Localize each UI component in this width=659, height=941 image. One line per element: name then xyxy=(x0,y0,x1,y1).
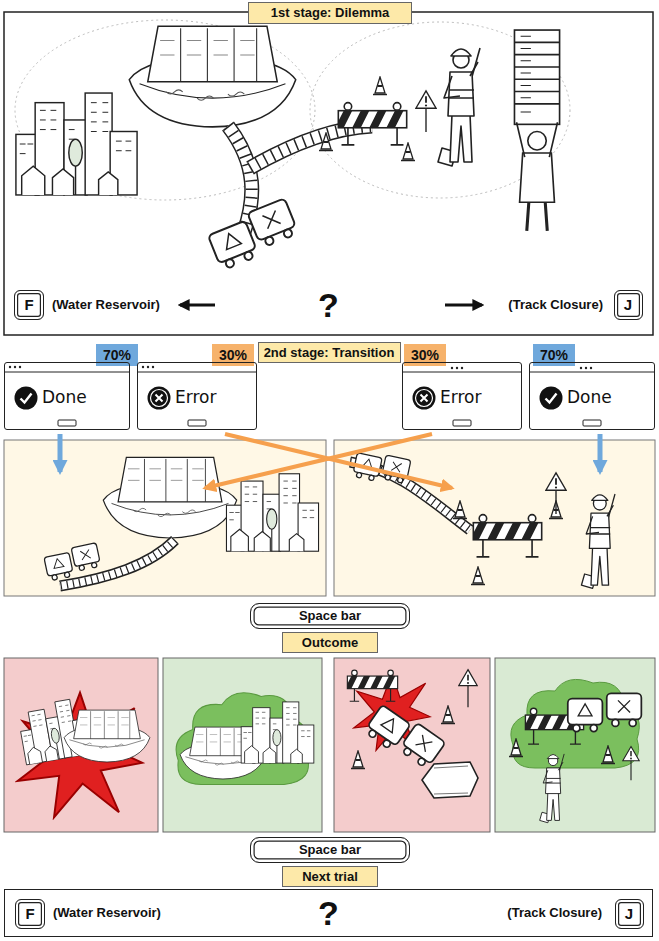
rail-track xyxy=(60,462,470,586)
label-text: Error xyxy=(440,387,481,407)
train-drawing xyxy=(568,693,642,731)
choice-arrow xyxy=(445,304,482,307)
label-text: Outcome xyxy=(302,635,358,651)
label-text: Space bar xyxy=(299,608,361,624)
transition-panel xyxy=(334,440,655,596)
barrier-drawing xyxy=(473,515,541,557)
dam-drawing xyxy=(103,457,236,538)
dialog-window: Error xyxy=(137,362,257,430)
space-bar-key: Space bar xyxy=(250,603,410,629)
dam-drawing xyxy=(129,26,295,127)
stage-panel xyxy=(4,12,653,335)
transition-panel xyxy=(4,440,326,596)
window-dots xyxy=(9,366,592,369)
worker-drawing xyxy=(540,754,565,823)
option-label: (Track Closure) xyxy=(507,905,602,921)
error-icon xyxy=(148,387,171,410)
label-text: J xyxy=(624,296,632,314)
city-drawing xyxy=(241,702,314,763)
city-drawing xyxy=(226,474,318,551)
label-text: F xyxy=(24,296,33,314)
warning-sign xyxy=(416,91,436,132)
dialog-window: Done xyxy=(529,362,655,430)
operator-drawing xyxy=(514,30,559,231)
stage-header: Outcome xyxy=(282,632,378,653)
barrier-drawing xyxy=(338,103,406,145)
city-drawing xyxy=(16,93,137,195)
label-text: J xyxy=(625,905,633,923)
label-text: Error xyxy=(175,387,216,407)
error-icon xyxy=(413,387,436,410)
label-text: 70% xyxy=(540,347,568,364)
label-text: 2nd stage: Transition xyxy=(264,345,395,361)
stage-header: 1st stage: Dilemma xyxy=(248,2,412,24)
train-drawing xyxy=(363,700,445,773)
dialog-window: Error xyxy=(402,362,522,430)
question-mark: ? xyxy=(318,285,339,326)
success-arrow xyxy=(598,434,603,472)
cone-drawing xyxy=(441,706,455,724)
train-drawing xyxy=(43,543,102,582)
label-text: 30% xyxy=(219,347,247,364)
label-text: Space bar xyxy=(299,842,361,858)
cone-drawing xyxy=(401,143,415,161)
label-text: F xyxy=(25,905,34,923)
label-text: 30% xyxy=(411,347,439,364)
check-icon xyxy=(15,387,38,410)
stage-header: Next trial xyxy=(282,866,378,887)
train-drawing xyxy=(206,198,301,271)
option-label: (Water Reservoir) xyxy=(52,297,160,313)
cone-drawing xyxy=(471,567,485,585)
choice-bar: (Water Reservoir)? (Track Closure) F J xyxy=(4,889,653,937)
worker-drawing xyxy=(438,48,480,166)
error-arrow xyxy=(225,434,452,488)
cone-drawing xyxy=(509,739,523,757)
choice-bar: (Water Reservoir)? (Track Closure) F J xyxy=(8,282,649,328)
label-text: Done xyxy=(567,387,612,407)
keyboard-key: F xyxy=(14,290,44,320)
warning-sign xyxy=(546,473,566,514)
error-arrow xyxy=(205,434,432,488)
keyboard-key: J xyxy=(615,899,644,929)
label-text: 1st stage: Dilemma xyxy=(271,5,390,21)
success-arrow xyxy=(58,434,63,472)
keyboard-key: F xyxy=(15,899,45,929)
label-text: Next trial xyxy=(302,869,358,885)
warning-sign xyxy=(459,670,477,708)
dialog-window: Done xyxy=(4,362,130,430)
group-ellipse xyxy=(15,20,315,200)
space-bar-key: Space bar xyxy=(250,837,410,863)
cone-drawing xyxy=(601,746,615,764)
option-label: (Water Reservoir) xyxy=(53,905,161,921)
label-text: 70% xyxy=(103,347,131,364)
cone-drawing xyxy=(319,133,333,151)
probability-tag: 70% xyxy=(96,344,138,366)
barrier-drawing xyxy=(347,670,397,701)
outcome-panel xyxy=(4,658,158,832)
stage-header: 2nd stage: Transition xyxy=(258,342,401,363)
cone-drawing xyxy=(373,77,387,95)
outcome-panel xyxy=(334,658,490,832)
coffin-drawing xyxy=(422,762,478,798)
cone-drawing xyxy=(351,751,365,769)
option-label: (Track Closure) xyxy=(508,297,603,313)
outcome-panel xyxy=(495,658,655,832)
keyboard-key: J xyxy=(614,290,643,320)
question-mark: ? xyxy=(318,893,339,934)
outcome-panel xyxy=(163,658,322,832)
cone-drawing xyxy=(453,501,467,519)
worker-drawing xyxy=(581,494,615,588)
check-icon xyxy=(540,387,563,410)
warning-sign xyxy=(623,747,640,781)
choice-arrow xyxy=(180,304,215,307)
label-text: Done xyxy=(42,387,87,407)
dam-drawing xyxy=(64,710,150,762)
dialog-window-chrome xyxy=(4,372,655,426)
